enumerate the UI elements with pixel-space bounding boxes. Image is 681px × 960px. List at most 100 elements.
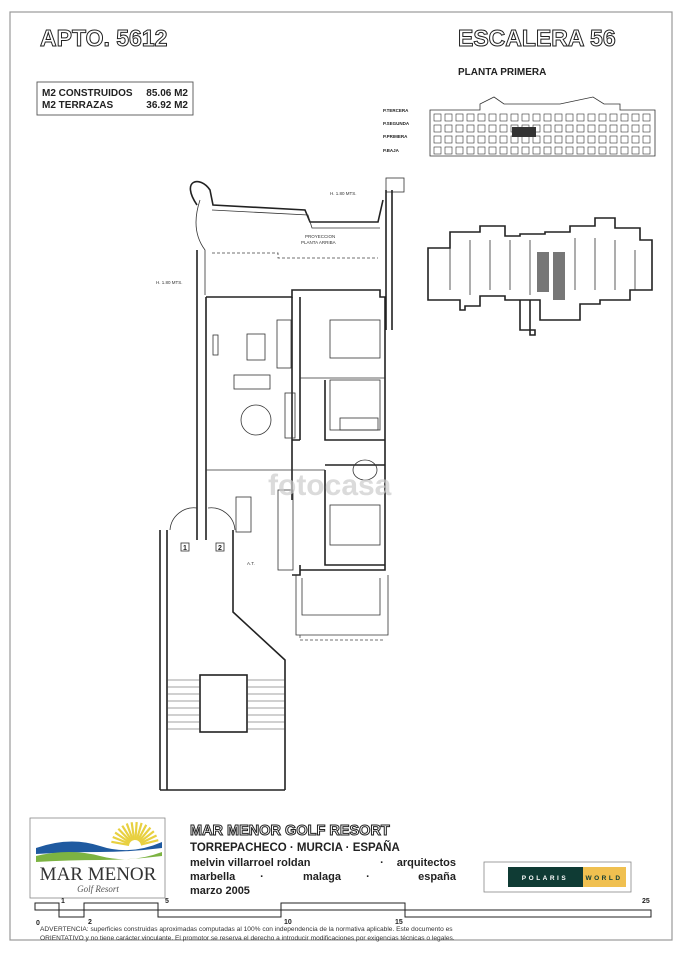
elevation-window <box>455 146 464 155</box>
scale-tick: 10 <box>284 919 292 926</box>
elevation-window <box>433 146 442 155</box>
area-value: 36.92 M2 <box>146 100 188 111</box>
projection-label: PLANTA ARRIBA <box>301 240 336 245</box>
elevation-window <box>631 146 640 155</box>
elevation-window <box>521 146 530 155</box>
elevation-window <box>587 146 596 155</box>
elevation-window <box>554 113 563 122</box>
architect: melvin villarroel roldan <box>190 857 311 869</box>
elevation-window <box>642 124 651 133</box>
watermark: fotocasa <box>268 469 392 502</box>
location: TORREPACHECO · MURCIA · ESPAÑA <box>190 841 400 854</box>
elevation-window <box>455 124 464 133</box>
logo-text: MAR MENOR <box>40 864 157 885</box>
elevation-window <box>477 146 486 155</box>
elevation-window <box>631 135 640 144</box>
scale-tick: 2 <box>88 919 92 926</box>
elevation-window <box>543 146 552 155</box>
elevation-window <box>576 135 585 144</box>
elevation-window <box>587 113 596 122</box>
elevation-window <box>433 124 442 133</box>
elevation-window <box>466 124 475 133</box>
elevation-window <box>565 124 574 133</box>
elevation-window <box>620 124 629 133</box>
elevation-window <box>565 135 574 144</box>
elevation-window <box>510 113 519 122</box>
sun-ray <box>139 830 155 844</box>
world-text: WORLD <box>585 875 622 882</box>
sun-ray <box>121 825 133 842</box>
elevation-window <box>620 146 629 155</box>
area-box: M2 CONSTRUIDOS 85.06 M2 M2 TERRAZAS 36.9… <box>36 81 194 116</box>
elevation-window <box>620 113 629 122</box>
title-block: MAR MENOR GOLF RESORT TORREPACHECO · MUR… <box>190 823 457 898</box>
separator: · <box>366 871 370 883</box>
elevation-window <box>587 135 596 144</box>
elevation-window <box>587 124 596 133</box>
separator: · <box>380 857 384 869</box>
resort-name: MAR MENOR GOLF RESORT <box>190 823 390 839</box>
elevation-window <box>554 135 563 144</box>
elevation-window <box>521 135 530 144</box>
area-value: 85.06 M2 <box>146 88 188 99</box>
height-label: H. 1.80 MTS. <box>330 191 357 196</box>
elevation-window <box>455 113 464 122</box>
sun-ray <box>135 822 143 841</box>
architect-role: arquitectos <box>397 857 456 869</box>
disclaimer-line: ORIENTATIVO y no tiene carácter vinculan… <box>40 935 455 942</box>
sun-ray <box>134 821 138 841</box>
sun-ray <box>111 840 130 847</box>
elevation-window <box>543 124 552 133</box>
projection-label: PROYECCION <box>305 234 335 239</box>
elevation-window <box>532 113 541 122</box>
elevation-window <box>532 135 541 144</box>
elevation-window <box>565 113 574 122</box>
level-label: P.PRIMERA <box>383 134 408 139</box>
elevation-window <box>576 146 585 155</box>
scale-tick: 5 <box>165 898 169 905</box>
elevation-window <box>488 113 497 122</box>
sun-ray <box>138 826 152 843</box>
elevation-window <box>609 135 618 144</box>
elevation-window <box>642 135 651 144</box>
floor-title: PLANTA PRIMERA <box>458 67 546 78</box>
scale-tick: 0 <box>36 920 40 927</box>
door-number: 2 <box>218 545 222 552</box>
scale-tick: 15 <box>395 919 403 926</box>
elevation-window <box>488 146 497 155</box>
elevation-window <box>488 135 497 144</box>
elevation-window <box>433 113 442 122</box>
disclaimer-line: ADVERTENCIA: superficies construidas apr… <box>40 926 453 933</box>
elevation-window <box>598 113 607 122</box>
level-label: P.SEGUNDA <box>383 121 410 126</box>
elevation-window <box>543 135 552 144</box>
elevation-window <box>631 124 640 133</box>
separator: · <box>260 871 264 883</box>
elevation-window <box>466 146 475 155</box>
elevation-window <box>510 146 519 155</box>
apartment-plan: PROYECCION PLANTA ARRIBA H. 1.80 MTS. H.… <box>156 177 405 791</box>
elevation-window <box>433 135 442 144</box>
elevation-window <box>488 124 497 133</box>
sun-ray <box>117 827 132 843</box>
elevation-window <box>477 124 486 133</box>
sun-ray <box>139 834 158 845</box>
elevation-window <box>477 135 486 144</box>
elevation-window <box>631 113 640 122</box>
scale-bar: 0 1 2 5 10 15 25 <box>34 898 652 927</box>
polaris-text: POLARIS <box>522 875 568 882</box>
mar-menor-logo: MAR MENOR Golf Resort <box>29 817 166 899</box>
sun-ray <box>136 824 148 842</box>
height-label: H. 1.80 MTS. <box>156 280 183 285</box>
office-country: españa <box>418 871 457 883</box>
elevation-window <box>499 124 508 133</box>
elevation-window <box>609 146 618 155</box>
elevation-window <box>444 113 453 122</box>
elevation-window <box>477 113 486 122</box>
scale-tick: 25 <box>642 898 650 905</box>
apartment-title: APTO. 5612 <box>40 25 167 51</box>
elevation-window <box>455 135 464 144</box>
sun-ray <box>114 831 131 844</box>
level-label: P.TERCERA <box>383 108 409 113</box>
